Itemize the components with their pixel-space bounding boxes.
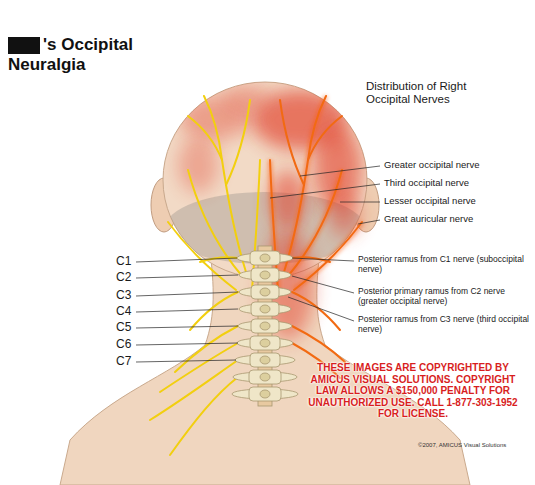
ramus-label: Posterior ramus from C3 nerve (third occ… bbox=[358, 315, 530, 335]
vertebra-level: C4 bbox=[116, 305, 136, 319]
ramus-label: Posterior primary ramus from C2 nerve (g… bbox=[358, 287, 530, 307]
vertebra-level: C7 bbox=[116, 355, 136, 369]
nerve-label: Third occipital nerve bbox=[384, 178, 524, 189]
vertebra-level: C3 bbox=[116, 289, 136, 303]
right-nerves bbox=[270, 96, 362, 378]
nerve-label: Lesser occipital nerve bbox=[384, 196, 524, 207]
vertebra-level: C5 bbox=[116, 321, 136, 335]
redaction-box bbox=[8, 37, 40, 54]
nerve-label: Greater occipital nerve bbox=[384, 160, 524, 171]
cervical-spine bbox=[232, 246, 298, 406]
page-title: 's Occipital Neuralgia bbox=[8, 35, 158, 75]
pain-area bbox=[224, 84, 268, 112]
copyright-watermark: THESE IMAGES ARE COPYRIGHTED BY AMICUS V… bbox=[300, 362, 526, 420]
leader-lines bbox=[136, 166, 380, 362]
vertebra-level: C6 bbox=[116, 338, 136, 352]
figure-heading: Distribution of Right Occipital Nerves bbox=[366, 80, 488, 106]
ramus-label: Posterior ramus from C1 nerve (suboccipi… bbox=[358, 255, 530, 275]
pain-area bbox=[178, 137, 218, 193]
vertebra-level: C2 bbox=[116, 271, 136, 285]
vertebra-level: C1 bbox=[116, 255, 136, 269]
copyright-note: ©2007, AMICUS Visual Solutions bbox=[418, 442, 528, 449]
nerve-label: Great auricular nerve bbox=[384, 214, 524, 225]
